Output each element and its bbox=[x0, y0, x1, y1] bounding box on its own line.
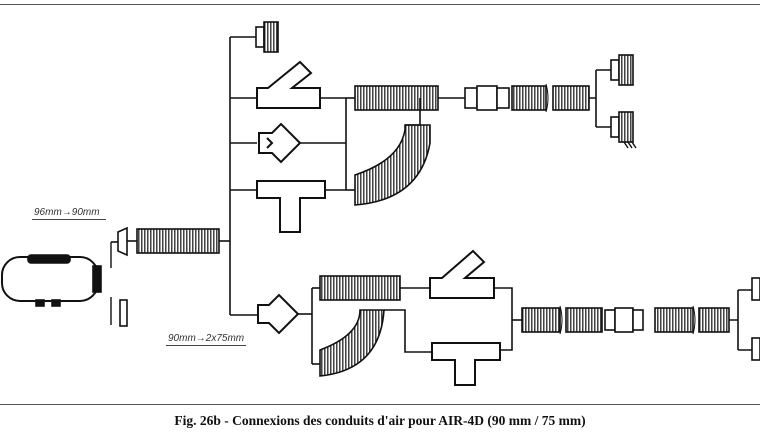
outlet-vent-right-3 bbox=[751, 277, 760, 301]
main-flex-duct bbox=[136, 228, 220, 254]
lower-flex-duct-1 bbox=[319, 275, 401, 301]
upper-flex-duct-3 bbox=[552, 85, 590, 111]
y-piece-bottom bbox=[429, 249, 495, 299]
label-leader-top bbox=[32, 219, 106, 220]
figure-caption: Fig. 26b - Connexions des conduits d'air… bbox=[174, 413, 586, 428]
coupler-upper bbox=[464, 85, 510, 111]
upper-flex-duct-1 bbox=[354, 85, 439, 111]
outlet-vent-right-1 bbox=[610, 54, 634, 86]
splitter-90-2x75 bbox=[257, 293, 300, 335]
y-piece-top bbox=[256, 60, 321, 109]
label-leader-bottom bbox=[166, 345, 246, 346]
upper-flex-duct-2 bbox=[511, 85, 547, 111]
bottom-border bbox=[0, 404, 760, 405]
label-splitter-90-2x75: 90mm→2x75mm bbox=[168, 333, 245, 344]
outlet-vent-right-4 bbox=[751, 337, 760, 361]
inlet-cap bbox=[119, 299, 128, 327]
t-piece-top bbox=[256, 180, 326, 233]
outlet-vent-right-2 bbox=[610, 111, 634, 143]
reducer-96-90 bbox=[117, 226, 128, 257]
label-reducer-96-90: 96mm→90mm bbox=[34, 207, 100, 218]
heater-unit bbox=[1, 254, 102, 307]
lower-flex-duct-2 bbox=[521, 307, 561, 333]
elbow-piece bbox=[258, 122, 302, 164]
t-piece-bottom bbox=[431, 342, 501, 386]
curved-flex-duct-bottom bbox=[319, 309, 385, 377]
outlet-vent-top bbox=[255, 21, 279, 53]
lower-flex-duct-4 bbox=[654, 307, 694, 333]
coupler-lower bbox=[604, 307, 644, 333]
top-border bbox=[0, 4, 760, 5]
curved-flex-duct-top bbox=[354, 124, 431, 206]
lower-flex-duct-3 bbox=[565, 307, 603, 333]
lower-flex-duct-5 bbox=[698, 307, 730, 333]
